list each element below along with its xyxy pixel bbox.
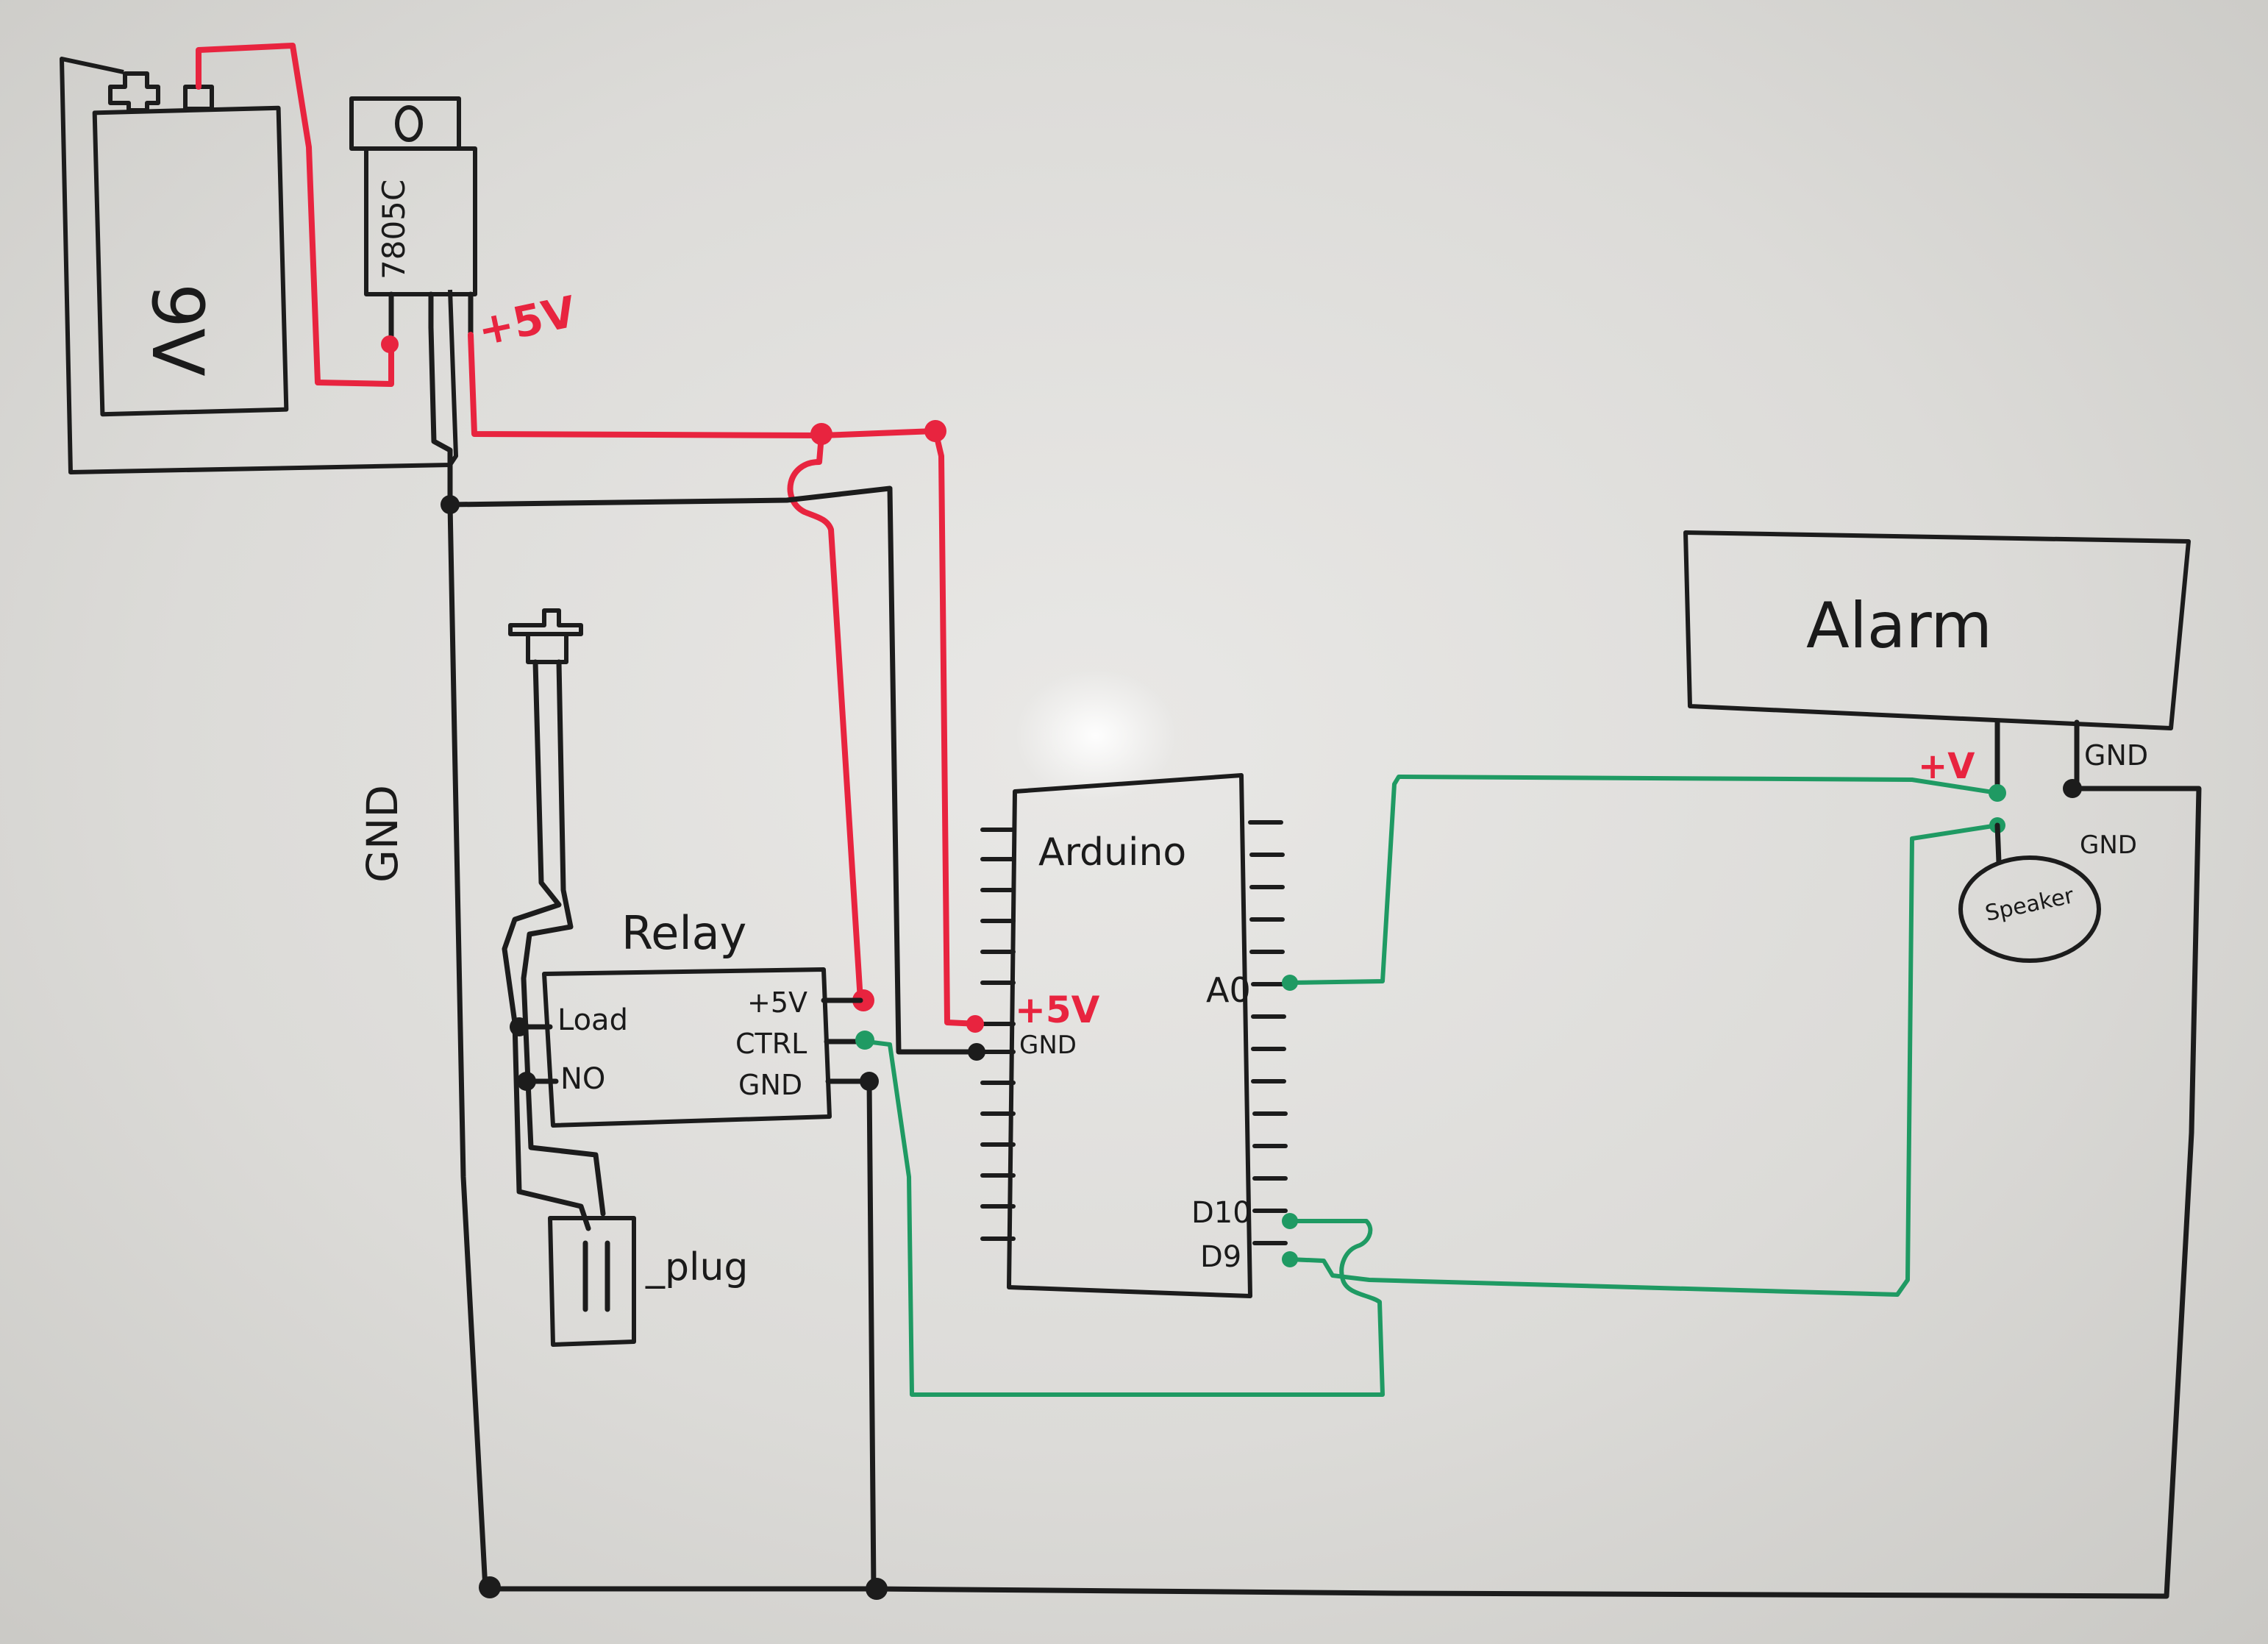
arduino-5v-wire — [932, 428, 981, 1027]
regulator-mount-hole — [395, 105, 423, 142]
arduino-title: Arduino — [1038, 830, 1186, 875]
relay-gnd-wire — [843, 1078, 877, 1592]
junction-dot-red-2 — [924, 420, 946, 442]
arduino-pin-5v: +5V — [1015, 989, 1100, 1031]
gnd-bus-to-arduino — [447, 485, 975, 1055]
regulator-label: 7805C — [376, 179, 412, 280]
arduino-pin-d10: D10 — [1191, 1196, 1252, 1230]
speaker-label: Speaker — [1983, 883, 2076, 927]
regulator-body — [364, 146, 477, 296]
junction-dot-arduino-gnd — [968, 1043, 985, 1061]
power-socket: _plug — [548, 1216, 748, 1347]
main-gnd-rail-left — [447, 502, 488, 1592]
relay-pin-5v: +5V — [747, 986, 807, 1019]
junction-dot-load — [510, 1017, 529, 1036]
arduino-right-pin-header — [1248, 820, 1288, 1245]
junction-dot-gnd-5 — [2063, 779, 2082, 798]
junction-dot-gnd-1 — [441, 495, 460, 514]
arduino-body — [1007, 773, 1252, 1298]
relay-ctrl-to-d10-wire — [864, 1039, 1385, 1397]
battery-positive-to-regulator-wire — [196, 43, 394, 387]
speaker-lead — [1994, 822, 2002, 865]
relay-pin-load: Load — [557, 1003, 628, 1037]
battery-positive-terminal — [183, 85, 214, 111]
relay-pin-gnd: GND — [738, 1069, 802, 1101]
junction-dot-red-1 — [810, 423, 832, 445]
arduino-pin-d9: D9 — [1200, 1240, 1241, 1274]
battery-outer-outline — [60, 57, 458, 474]
junction-dot-a0 — [1282, 975, 1298, 991]
junction-dot-alarm-plus — [1989, 784, 2006, 802]
board-glare — [1015, 669, 1177, 802]
relay-pin-no: NO — [560, 1062, 605, 1096]
junction-dot-d9 — [1282, 1251, 1298, 1267]
speaker-gnd-label: GND — [2080, 830, 2137, 860]
regulator-output-label: +5V — [474, 286, 580, 355]
green-signal-wiring — [855, 775, 2006, 1397]
alarm-title: Alarm — [1806, 589, 1992, 663]
alarm-plus-label: +V — [1918, 746, 1975, 787]
junction-dot-red-4 — [852, 989, 874, 1011]
relay-body — [542, 967, 832, 1128]
plug-label: _plug — [645, 1245, 748, 1289]
speaker-body — [1958, 855, 2101, 963]
voltage-regulator: 7805C +5V — [349, 96, 580, 356]
alarm-module: Alarm +V GND — [1683, 530, 2191, 787]
battery-9v: 9V — [60, 57, 458, 474]
cord-wire-a — [502, 659, 591, 1231]
junction-dot-red-3 — [381, 335, 399, 353]
a0-to-alarm-wire — [1286, 775, 2000, 985]
junction-dot-gnd-2 — [479, 1576, 501, 1598]
gnd-rail-label: GND — [357, 785, 407, 883]
arduino-left-pin-header — [979, 828, 1016, 1241]
relay-pin-ctrl: CTRL — [735, 1028, 807, 1060]
speaker: Speaker GND — [1958, 822, 2137, 963]
relay-module: Relay Load NO +5V CTRL GND — [542, 906, 863, 1128]
cord-wire-b — [521, 659, 606, 1217]
junction-dot-arduino-5v — [966, 1015, 984, 1033]
regulator-5v-bus-wire — [468, 332, 938, 438]
mains-plug-cord — [502, 608, 606, 1231]
socket-outline — [548, 1216, 636, 1347]
relay-5v-wire — [787, 433, 863, 1003]
junction-dot-gnd-4 — [860, 1072, 879, 1091]
arduino-pin-a0: A0 — [1206, 970, 1251, 1010]
alarm-gnd-label: GND — [2084, 739, 2148, 772]
d9-to-speaker-wire — [1288, 823, 2000, 1297]
battery-label: 9V — [136, 283, 218, 377]
red-5v-wiring — [196, 43, 981, 1027]
arduino-board: Arduino — [966, 773, 1288, 1298]
regulator-gnd-drop-wire — [428, 324, 453, 508]
junction-dot-ctrl — [855, 1031, 874, 1050]
junction-dot-no — [517, 1072, 536, 1091]
junction-dot-gnd-3 — [866, 1578, 888, 1600]
battery-negative-terminal — [108, 71, 160, 113]
alarm-body — [1683, 530, 2191, 730]
relay-title: Relay — [621, 906, 746, 960]
junction-dot-d10 — [1282, 1213, 1298, 1229]
arduino-pin-gnd: GND — [1019, 1031, 1077, 1060]
black-gnd-wiring: GND — [357, 324, 2202, 1600]
mains-plug-head — [508, 608, 583, 664]
